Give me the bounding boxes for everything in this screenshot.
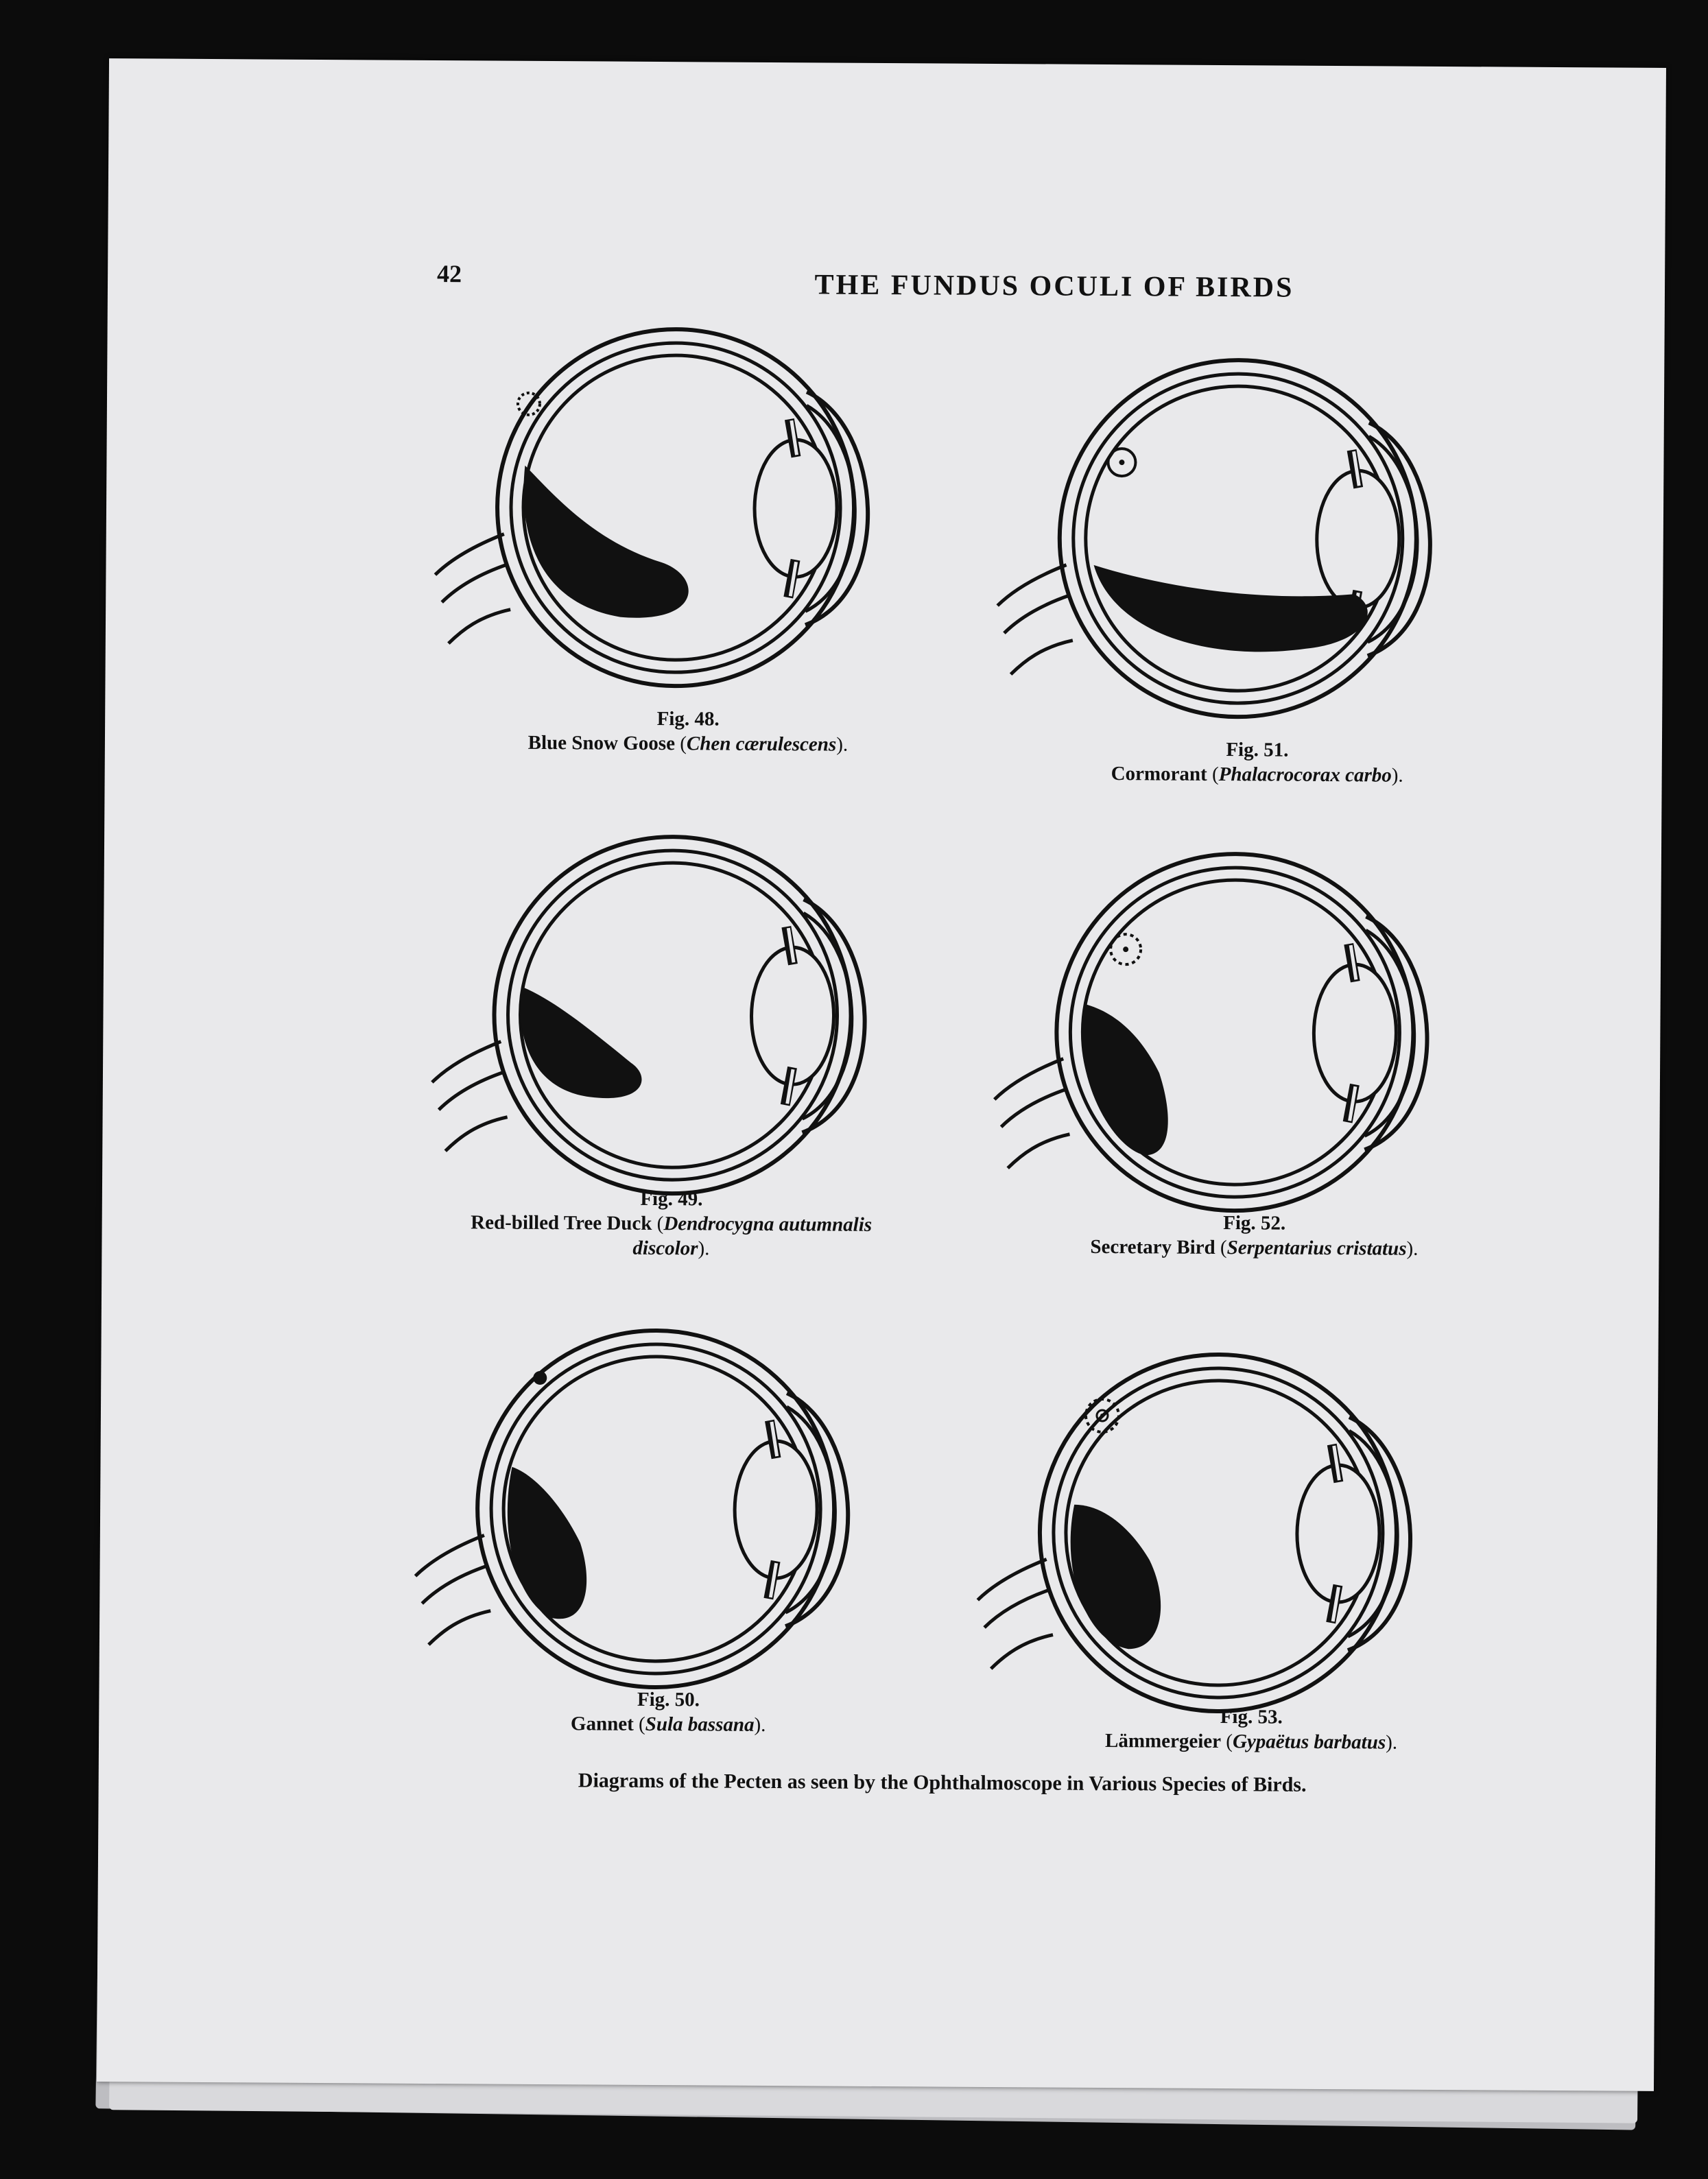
fig-number: Fig. 53. xyxy=(1220,1706,1283,1728)
fig-number: Fig. 49. xyxy=(640,1187,703,1211)
species-common: Secretary Bird xyxy=(1090,1235,1215,1259)
caption-fig52: Fig. 52. Secretary Bird (Serpentarius cr… xyxy=(1021,1209,1487,1261)
species-common: Gannet xyxy=(570,1713,634,1735)
eye-diagram-fig51 xyxy=(997,359,1431,718)
species-scientific-cont: discolor xyxy=(632,1237,698,1260)
fig-number: Fig. 52. xyxy=(1223,1212,1286,1235)
caption-fig48: Fig. 48. Blue Snow Goose (Chen cærulesce… xyxy=(489,705,887,757)
species-common: Cormorant xyxy=(1111,763,1207,785)
species-scientific: Dendrocygna autumnalis xyxy=(663,1213,873,1236)
species-common: Blue Snow Goose xyxy=(527,731,676,755)
eye-diagram-fig53 xyxy=(977,1353,1411,1713)
species-common: Red-billed Tree Duck xyxy=(471,1211,652,1235)
species-scientific: Gypaëtus barbatus xyxy=(1232,1730,1386,1754)
species-scientific: Chen cærulescens xyxy=(686,733,837,756)
species-common: Lämmergeier xyxy=(1104,1730,1222,1753)
caption-fig53: Fig. 53. Lämmergeier (Gypaëtus barbatus)… xyxy=(1032,1703,1471,1755)
eye-diagram-fig50 xyxy=(415,1329,849,1689)
fig-number: Fig. 48. xyxy=(656,707,720,730)
species-scientific: Sula bassana xyxy=(645,1713,755,1736)
eye-diagram-fig48 xyxy=(434,328,868,687)
fig-number: Fig. 50. xyxy=(637,1688,700,1711)
eye-diagram-fig52 xyxy=(994,853,1428,1212)
eye-diagram-fig49 xyxy=(431,835,866,1195)
caption-fig51: Fig. 51. Cormorant (Phalacrocorax carbo)… xyxy=(1038,736,1477,788)
species-scientific: Serpentarius cristatus xyxy=(1226,1237,1407,1260)
fig-number: Fig. 51. xyxy=(1226,739,1289,761)
species-scientific: Phalacrocorax carbo xyxy=(1218,763,1392,787)
book-page: 42 THE FUNDUS OCULI OF BIRDS xyxy=(97,58,1666,2091)
figure-plate xyxy=(97,58,1666,2091)
caption-fig50: Fig. 50. Gannet (Sula bassana). xyxy=(469,1686,867,1738)
caption-fig49: Fig. 49. Red-billed Tree Duck (Dendrocyg… xyxy=(431,1185,912,1262)
